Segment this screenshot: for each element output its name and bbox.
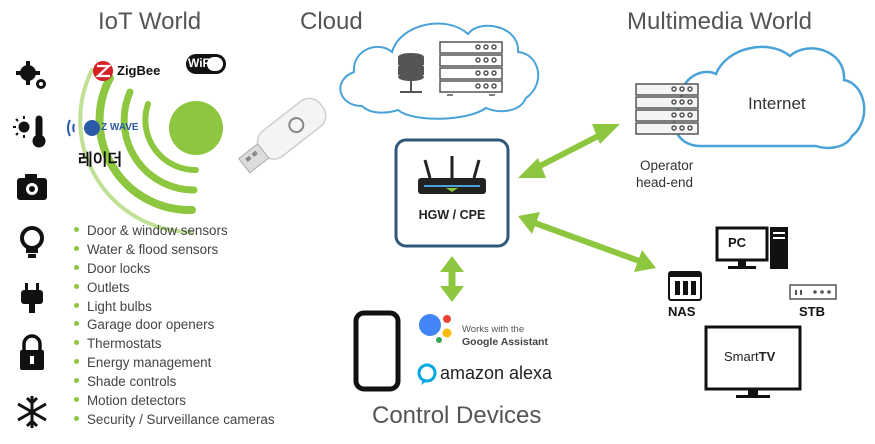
list-item: Energy management	[74, 354, 275, 373]
sun-thermometer-icon	[13, 115, 46, 148]
smarttv-label-bold: TV	[758, 349, 776, 364]
nas-icon	[668, 271, 702, 301]
alexa-label: amazon alexa	[440, 363, 553, 383]
lock-icon	[20, 334, 44, 370]
list-item: Water & flood sensors	[74, 241, 275, 260]
zwave-label: Z WAVE	[101, 122, 139, 133]
list-item: Outlets	[74, 279, 275, 298]
operator-label-line1: Operator	[640, 158, 694, 173]
wireless-hub-dot	[169, 101, 223, 155]
smartphone-icon	[353, 310, 401, 392]
google-label-line2: Google Assistant	[462, 336, 548, 348]
pc-label: PC	[728, 235, 747, 250]
operator-server-icon	[635, 83, 699, 135]
wireless-signal-arcs	[78, 68, 199, 234]
smarttv-label-regular: Smart	[724, 349, 759, 364]
hgw-label: HGW / CPE	[418, 208, 486, 222]
wifi-logo	[186, 54, 226, 74]
control-devices-title: Control Devices	[372, 402, 542, 429]
cloud-server-rack-icon	[439, 41, 503, 96]
bulb-icon	[20, 226, 44, 258]
radar-label: 레이더	[78, 152, 123, 169]
plug-icon	[21, 283, 43, 313]
gears-icon	[16, 61, 46, 89]
internet-label: Internet	[748, 94, 806, 113]
database-icon	[398, 53, 424, 93]
iot-world-title: IoT World	[98, 8, 202, 35]
wifi-label: WiFi	[188, 56, 214, 70]
cloud-title: Cloud	[300, 8, 363, 35]
stb-label: STB	[799, 304, 825, 319]
google-label-line1: Works with the	[462, 324, 525, 335]
list-item: Light bulbs	[74, 298, 275, 317]
arrow-hgw-media	[518, 212, 656, 272]
google-assistant-icon	[419, 314, 452, 343]
list-item: Garage door openers	[74, 316, 275, 335]
list-item: Motion detectors	[74, 392, 275, 411]
zigbee-logo	[93, 61, 113, 81]
iot-device-list: Door & window sensors Water & flood sens…	[74, 222, 275, 430]
zigbee-label: ZigBee	[117, 63, 161, 78]
router-icon	[418, 156, 486, 194]
usb-dongle	[238, 97, 327, 174]
arrow-hgw-operator	[518, 124, 620, 178]
pc-icon	[715, 226, 788, 269]
smarttv-label: SmartTV	[724, 349, 775, 364]
list-item: Shade controls	[74, 373, 275, 392]
stb-icon	[789, 284, 837, 300]
zwave-logo	[67, 119, 100, 137]
alexa-icon	[417, 363, 437, 385]
arrow-hgw-control	[440, 256, 464, 302]
snowflake-icon	[17, 396, 47, 428]
list-item: Thermostats	[74, 335, 275, 354]
smarttv-icon	[704, 325, 802, 398]
nas-label: NAS	[668, 304, 696, 319]
operator-label-line2: head-end	[636, 175, 694, 190]
list-item: Security / Surveillance cameras	[74, 411, 275, 430]
multimedia-world-title: Multimedia World	[627, 8, 812, 35]
list-item: Door & window sensors	[74, 222, 275, 241]
camera-icon	[17, 174, 47, 200]
list-item: Door locks	[74, 260, 275, 279]
